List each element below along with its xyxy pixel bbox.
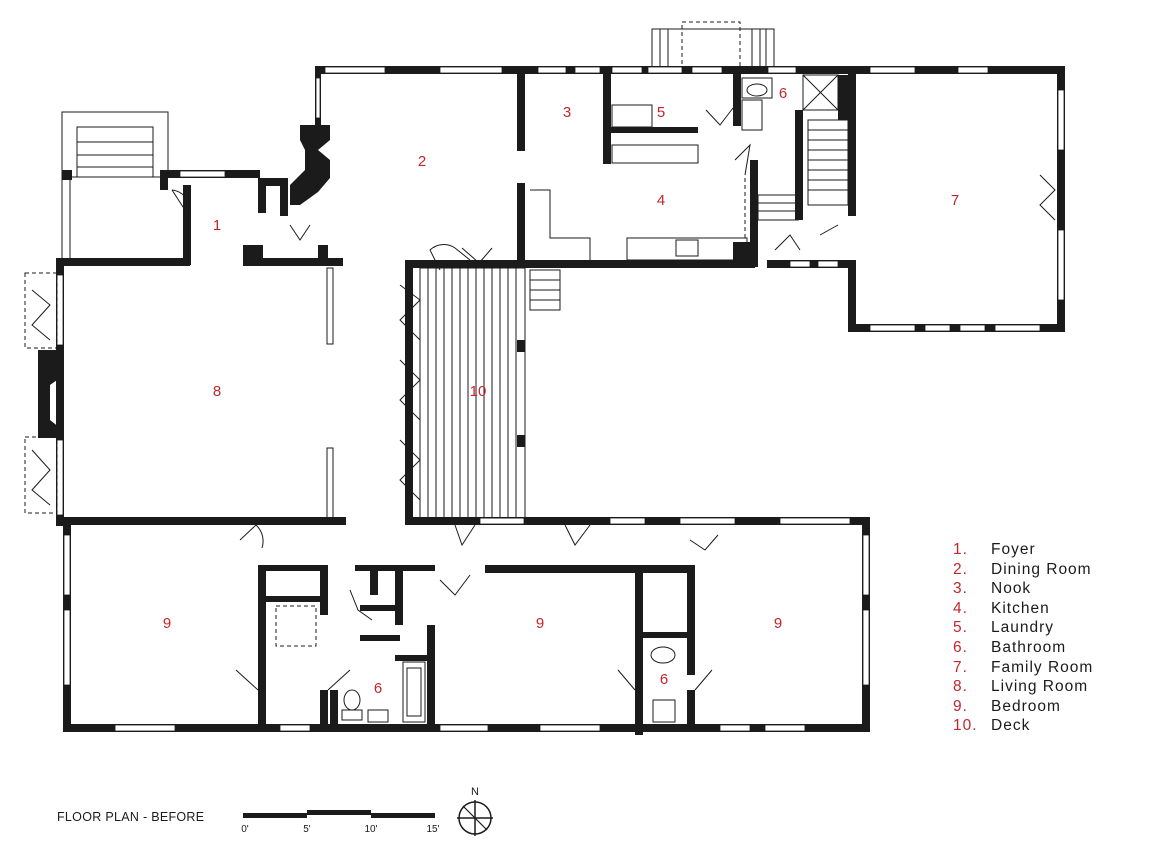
legend-item: 9. Bedroom bbox=[953, 697, 1093, 717]
legend-item: 4. Kitchen bbox=[953, 599, 1093, 619]
legend-number: 7. bbox=[953, 658, 968, 676]
legend-name: Bedroom bbox=[991, 697, 1061, 715]
north-label: N bbox=[471, 786, 479, 798]
room-label-bath-top: 6 bbox=[779, 85, 787, 102]
legend-name: Living Room bbox=[991, 678, 1089, 696]
legend-number: 4. bbox=[953, 599, 968, 617]
scale-bar: 0' 5' 10' 15' bbox=[241, 810, 440, 835]
room-label-bath-right: 6 bbox=[660, 671, 668, 688]
room-label-kitchen: 4 bbox=[657, 192, 665, 209]
legend-name: Kitchen bbox=[991, 599, 1050, 617]
legend-item: 10. Deck bbox=[953, 716, 1093, 736]
front-steps bbox=[61, 111, 169, 258]
rear-steps bbox=[651, 21, 775, 70]
doors bbox=[31, 107, 1056, 691]
legend-item: 5. Laundry bbox=[953, 618, 1093, 638]
north-arrow-icon: N bbox=[457, 786, 493, 836]
legend-name: Dining Room bbox=[991, 560, 1092, 578]
legend-item: 8. Living Room bbox=[953, 677, 1093, 697]
room-legend: 1. Foyer 2. Dining Room 3. Nook 4. Kitchen 5… bbox=[953, 540, 1093, 736]
room-label-nook: 3 bbox=[563, 104, 571, 121]
legend-name: Family Room bbox=[991, 658, 1094, 676]
legend-name: Nook bbox=[991, 580, 1032, 598]
legend-number: 9. bbox=[953, 697, 968, 715]
legend-item: 1. Foyer bbox=[953, 540, 1093, 560]
legend-item: 3. Nook bbox=[953, 579, 1093, 599]
legend-item: 2. Dining Room bbox=[953, 560, 1093, 580]
room-label-family: 7 bbox=[951, 192, 959, 209]
legend-number: 10. bbox=[953, 717, 978, 735]
room-label-dining: 2 bbox=[418, 153, 426, 170]
legend-name: Foyer bbox=[991, 541, 1036, 558]
legend-number: 6. bbox=[953, 638, 968, 656]
legend-item: 7. Family Room bbox=[953, 658, 1093, 678]
legend-item: 6. Bathroom bbox=[953, 638, 1093, 658]
legend-number: 2. bbox=[953, 560, 968, 578]
walls bbox=[24, 66, 1065, 735]
legend-number: 8. bbox=[953, 678, 968, 696]
legend-number: 1. bbox=[953, 541, 968, 558]
legend-number: 3. bbox=[953, 580, 968, 598]
scale-tick-10: 10' bbox=[364, 824, 377, 835]
deck-boards bbox=[427, 268, 517, 518]
room-label-bath-left: 6 bbox=[374, 680, 382, 697]
scale-tick-15: 15' bbox=[426, 824, 439, 835]
scale-tick-0: 0' bbox=[241, 824, 249, 835]
scale-tick-5: 5' bbox=[303, 824, 311, 835]
legend-number: 5. bbox=[953, 619, 968, 637]
room-label-deck: 10 bbox=[470, 383, 487, 400]
plan-caption: FLOOR PLAN - BEFORE bbox=[57, 810, 205, 824]
room-label-bedroom-left: 9 bbox=[163, 615, 171, 632]
legend-name: Laundry bbox=[991, 619, 1055, 637]
room-label-bedroom-mid: 9 bbox=[536, 615, 544, 632]
room-label-laundry: 5 bbox=[657, 104, 665, 121]
room-label-foyer: 1 bbox=[213, 217, 221, 234]
legend-name: Bathroom bbox=[991, 638, 1067, 656]
room-label-living: 8 bbox=[213, 383, 221, 400]
room-label-bedroom-right: 9 bbox=[774, 615, 782, 632]
legend-name: Deck bbox=[991, 717, 1031, 735]
